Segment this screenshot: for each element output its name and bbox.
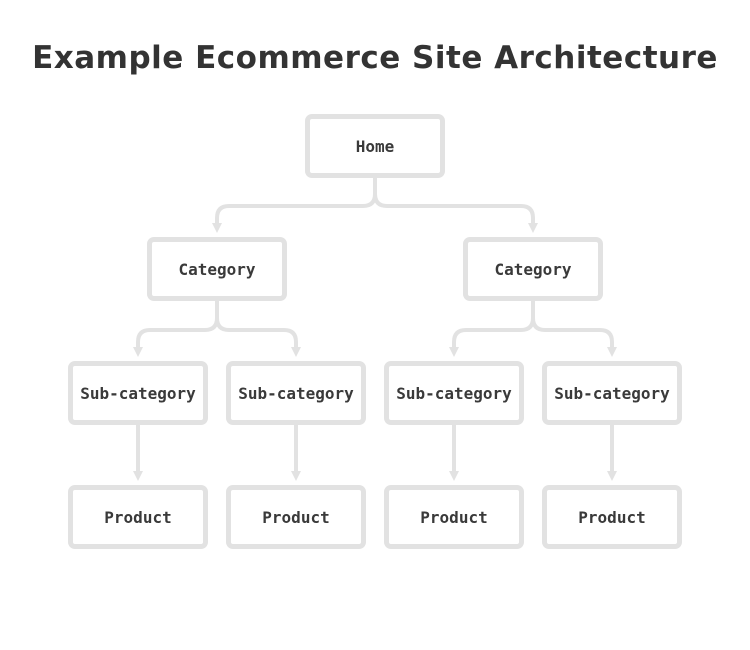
connector-home-cat2 <box>373 178 538 233</box>
node-subcategory-1: Sub-category <box>68 361 208 425</box>
node-category-label: Category <box>494 259 572 279</box>
node-home-label: Home <box>355 136 395 156</box>
node-subcategory-3: Sub-category <box>384 361 524 425</box>
node-category-1: Category <box>147 237 287 301</box>
node-category-label: Category <box>178 259 256 279</box>
node-product-label: Product <box>578 507 646 527</box>
connector-home-cat1 <box>212 178 377 233</box>
node-product-1: Product <box>68 485 208 549</box>
node-product-4: Product <box>542 485 682 549</box>
node-subcategory-4: Sub-category <box>542 361 682 425</box>
node-product-2: Product <box>226 485 366 549</box>
connector-cat1-sub1 <box>133 301 219 357</box>
diagram-title: Example Ecommerce Site Architecture <box>32 40 718 76</box>
node-subcategory-label: Sub-category <box>554 383 670 403</box>
node-product-3: Product <box>384 485 524 549</box>
node-product-label: Product <box>262 507 330 527</box>
node-subcategory-label: Sub-category <box>80 383 196 403</box>
connector-cat2-sub3 <box>449 301 535 357</box>
node-category-2: Category <box>463 237 603 301</box>
node-home: Home <box>305 114 445 178</box>
connector-cat1-sub2 <box>215 301 301 357</box>
node-product-label: Product <box>420 507 488 527</box>
node-product-label: Product <box>104 507 172 527</box>
connector-cat2-sub4 <box>531 301 617 357</box>
node-subcategory-2: Sub-category <box>226 361 366 425</box>
node-subcategory-label: Sub-category <box>238 383 354 403</box>
node-subcategory-label: Sub-category <box>396 383 512 403</box>
